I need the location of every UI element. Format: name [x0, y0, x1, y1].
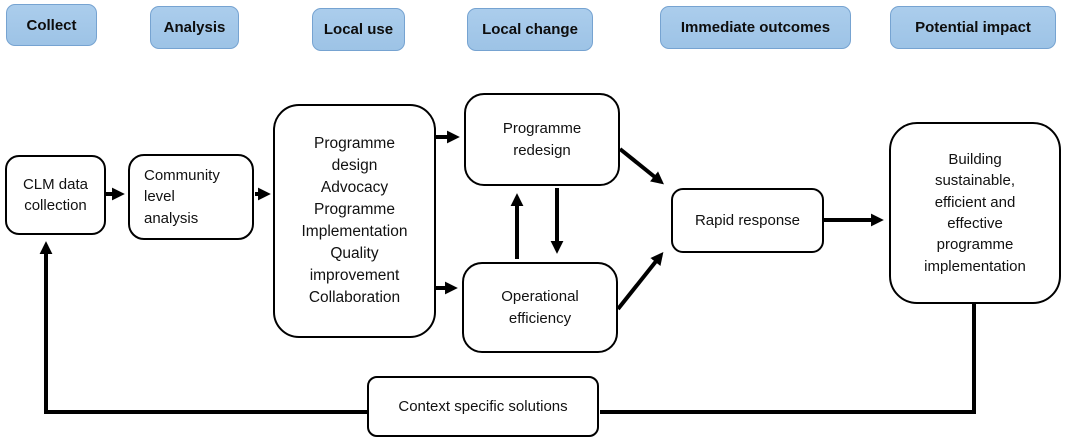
node-programme-redesign: Programme redesign: [464, 93, 620, 186]
stage-label-local-use: Local use: [312, 8, 405, 51]
node-rapid-response: Rapid response: [671, 188, 824, 253]
stage-label-analysis: Analysis: [150, 6, 239, 49]
node-community-level-analysis: Community level analysis: [128, 154, 254, 240]
node-context-specific-solutions: Context specific solutions: [367, 376, 599, 437]
stage-label-potential-impact: Potential impact: [890, 6, 1056, 49]
stage-label-collect: Collect: [6, 4, 97, 46]
line-building-to-context: [600, 302, 976, 414]
arrow-context-to-clm: [39, 241, 368, 414]
node-programme-use-activities: Programme design Advocacy Programme Impl…: [273, 104, 436, 338]
stage-label-local-change: Local change: [467, 8, 593, 51]
arrow-efficiency-to-rapid: [616, 251, 664, 311]
arrow-redesign-to-rapid: [618, 147, 664, 185]
node-clm-data-collection: CLM data collection: [5, 155, 106, 235]
node-building-sustainable-implementation: Building sustainable, efficient and effe…: [889, 122, 1061, 304]
node-operational-efficiency: Operational efficiency: [462, 262, 618, 353]
stage-label-immediate-outcomes: Immediate outcomes: [660, 6, 851, 49]
